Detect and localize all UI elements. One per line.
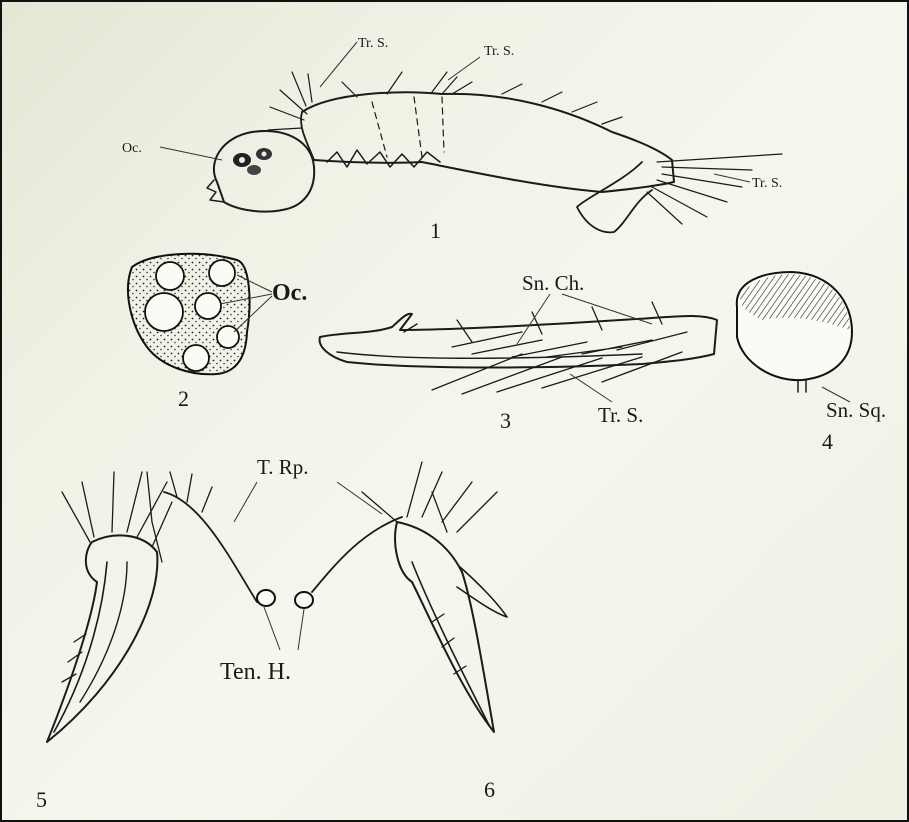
label-fig3-snch: Sn. Ch. [522,271,584,295]
fig-number-6: 6 [484,777,495,802]
fig56-leaders [234,482,382,650]
label-fig1-trs-a: Tr. S. [358,36,388,51]
fig-number-5: 5 [36,787,47,812]
label-fig1-oc: Oc. [122,141,142,156]
fig1-larva-drawing [160,42,782,232]
fig4-squame-drawing [737,272,852,402]
label-fig2-oc: Oc. [272,280,307,306]
label-fig4-snsq: Sn. Sq. [826,398,886,422]
label-fig3-trs: Tr. S. [598,403,643,427]
fig-number-4: 4 [822,429,833,454]
label-fig56-trp: T. Rp. [257,455,309,479]
label-fig56-tenh: Ten. H. [220,659,291,685]
fig-number-2: 2 [178,386,189,411]
fig-number-1: 1 [430,218,441,243]
label-fig1-trs-c: Tr. S. [752,176,782,191]
label-fig1-trs-b: Tr. S. [484,44,514,59]
fig2-ocelli-drawing [128,254,272,374]
fig6-claw-drawing [295,462,507,732]
fig5-claw-drawing [47,472,275,742]
fig-number-3: 3 [500,408,511,433]
fig3-mandible-drawing [320,294,717,402]
